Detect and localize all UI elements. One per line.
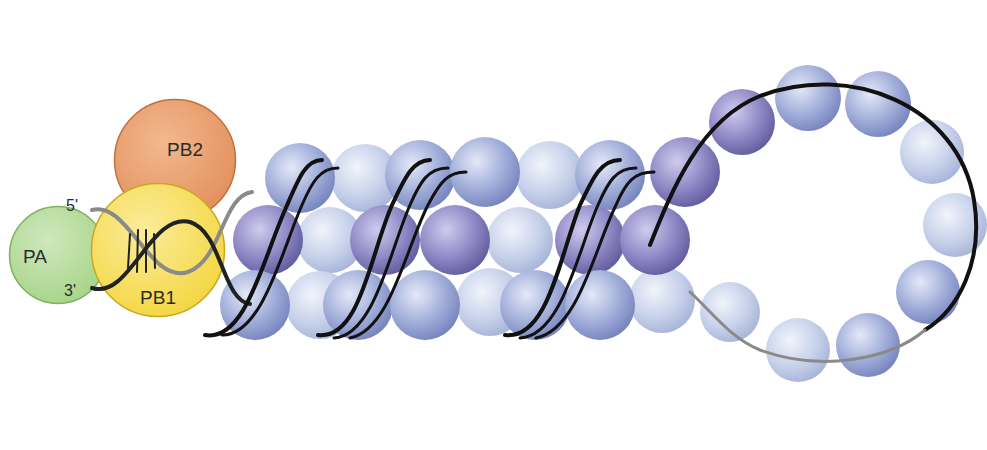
subunit-name: PA [23,247,47,268]
strand-end-label: 3' [64,282,76,300]
subunit-name: PB2 [167,140,203,161]
subunit-name: PB1 [140,288,176,309]
strand-end-label: 5' [66,197,78,215]
polymerase-subunit: PB1 [90,182,226,318]
